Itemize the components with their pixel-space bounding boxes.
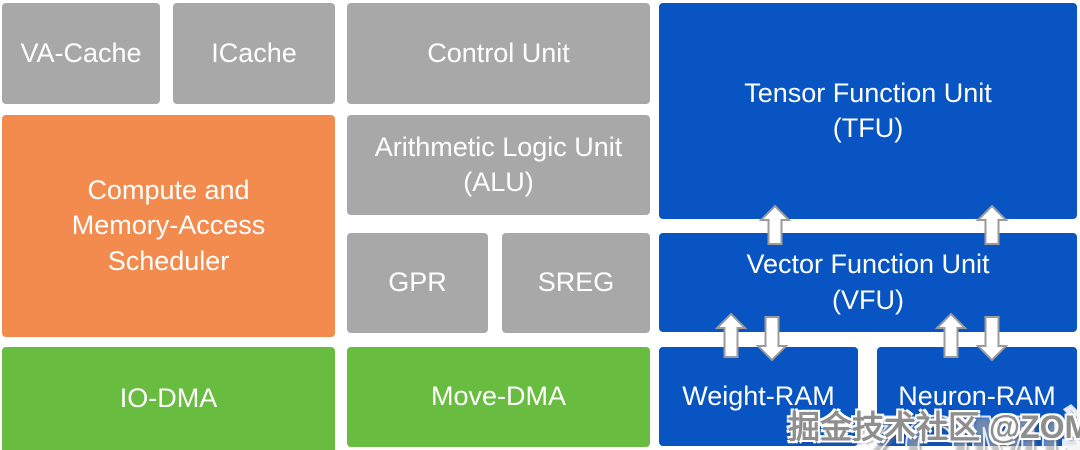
block-va-cache: VA-Cache [2,3,160,104]
block-move-dma: Move-DMA [347,347,650,447]
block-va-cache-label: VA-Cache [20,37,142,68]
block-io-dma-label: IO-DMA [119,382,218,413]
block-move-dma-label: Move-DMA [430,381,566,412]
block-tensor-function-unit: Tensor Function Unit (TFU) [659,3,1077,219]
block-arithmetic-logic-unit: Arithmetic Logic Unit (ALU) [347,115,650,215]
block-gpr-label: GPR [388,267,447,298]
block-sreg-label: SREG [537,267,615,298]
block-weight-ram-label: Weight-RAM [682,380,835,411]
block-tfu-label: Tensor Function Unit (TFU) [744,77,992,143]
block-sreg: SREG [502,233,650,333]
block-io-dma: IO-DMA [2,347,335,450]
block-control-unit-label: Control Unit [427,37,570,68]
block-gpr: GPR [347,233,488,333]
block-neuron-ram-label: Neuron-RAM [898,380,1056,411]
block-weight-ram: Weight-RAM [659,347,858,446]
block-alu-label: Arithmetic Logic Unit (ALU) [374,131,623,197]
block-vfu-label: Vector Function Unit (VFU) [746,249,990,315]
block-scheduler-label: Compute and Memory-Access Scheduler [71,175,266,276]
block-control-unit: Control Unit [347,3,650,104]
block-icache: ICache [173,3,335,104]
block-neuron-ram: Neuron-RAM [877,347,1077,446]
block-compute-memory-scheduler: Compute and Memory-Access Scheduler [2,115,335,337]
block-icache-label: ICache [211,37,297,68]
watermark-large-text: ZOMI酱 [851,398,1080,450]
block-vector-function-unit: Vector Function Unit (VFU) [659,233,1077,332]
watermark-small-text: 掘金技术社区 @ZOMI酱 [788,409,1080,445]
